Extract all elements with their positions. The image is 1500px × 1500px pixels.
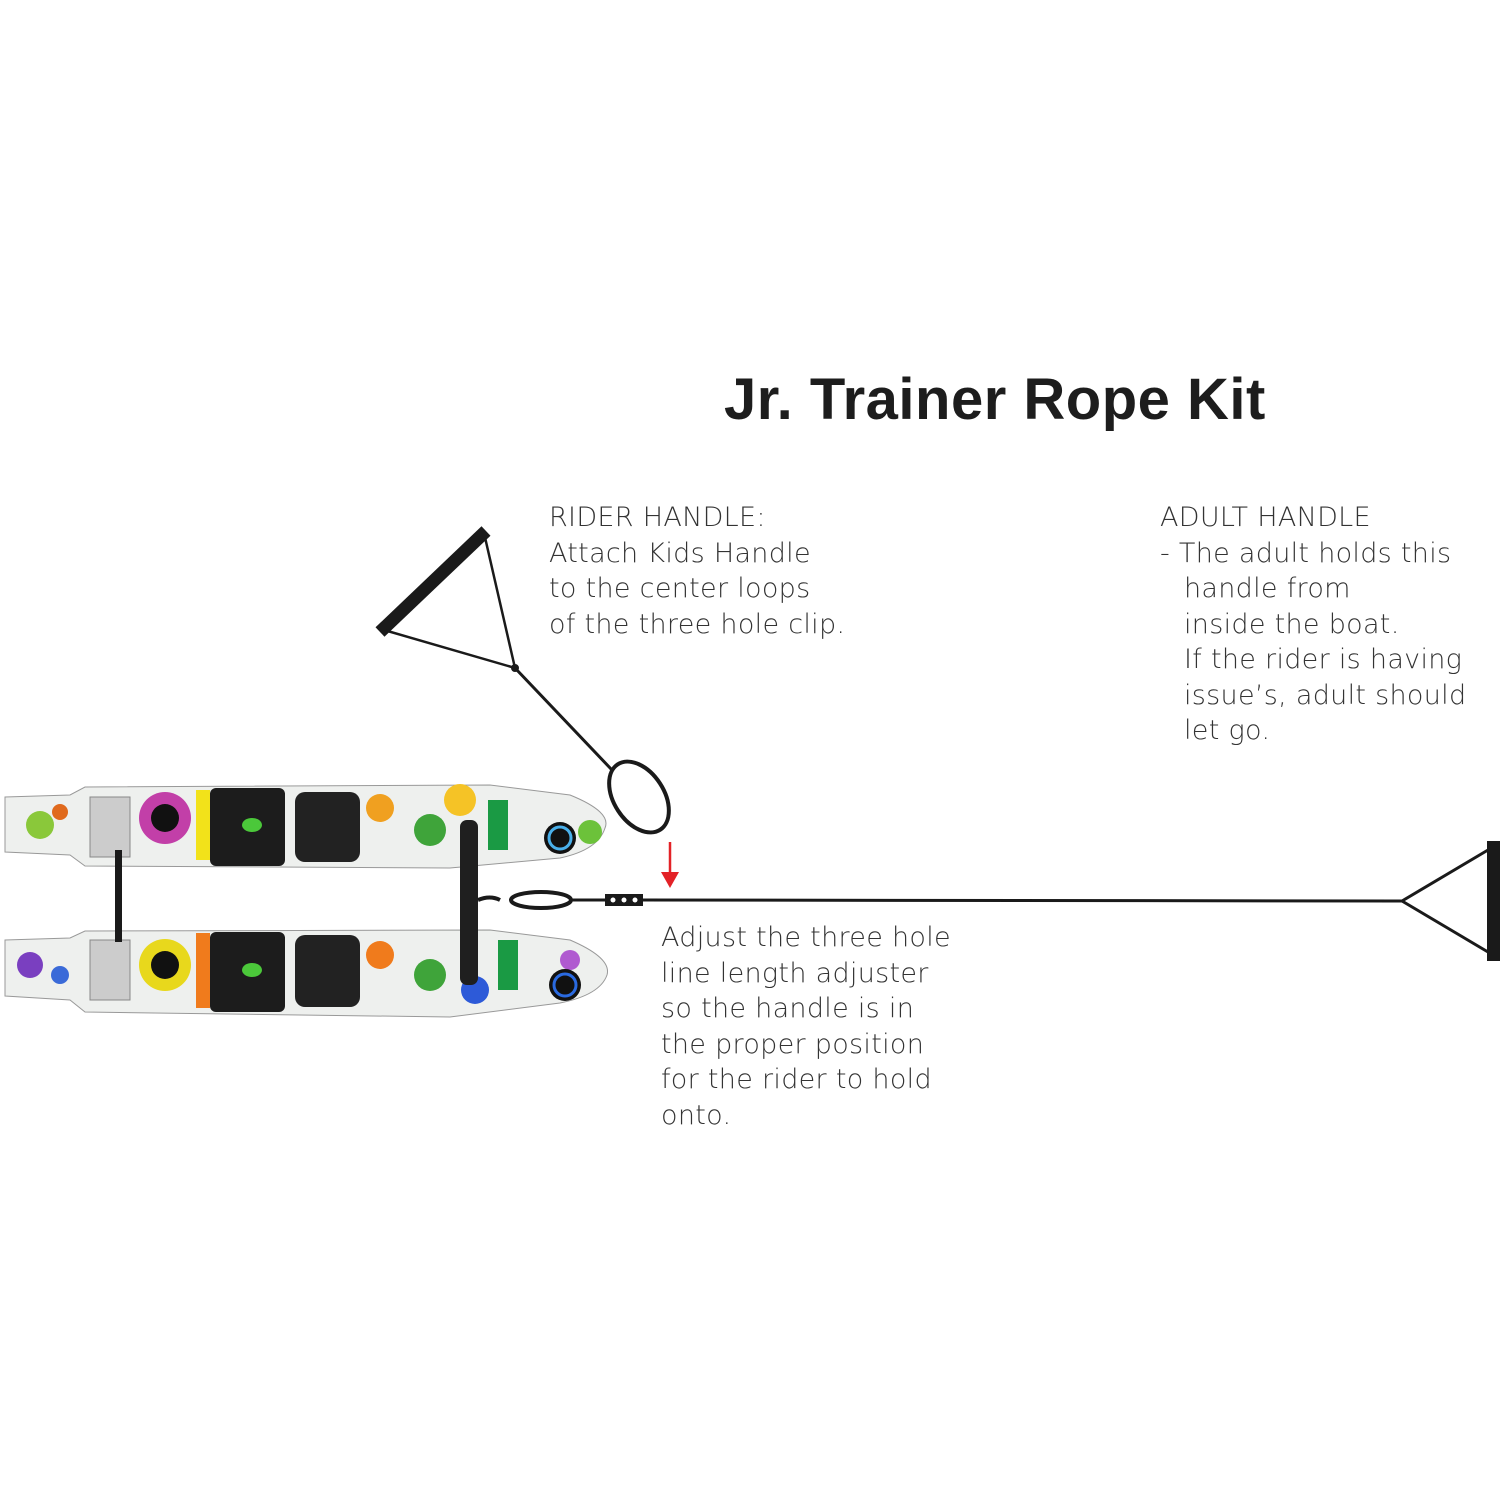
adult-handle-line: - The adult holds this — [1160, 537, 1452, 569]
adult-handle-note: ADULT HANDLE - The adult holds this hand… — [1160, 500, 1466, 749]
adjuster-line: line length adjuster — [661, 957, 929, 989]
adjuster-line: Adjust the three hole — [661, 922, 951, 953]
adjuster-line: so the handle is in — [661, 993, 915, 1024]
ski-top — [4, 784, 607, 869]
rider-handle-line: to the center loops — [549, 573, 811, 604]
adult-handle-line: If the rider is having — [1184, 644, 1463, 675]
adjuster-line: the proper position — [661, 1028, 925, 1060]
adjuster-line: onto. — [661, 1099, 732, 1131]
adult-handle-heading: ADULT HANDLE — [1160, 502, 1371, 533]
rider-handle-heading: RIDER HANDLE: — [549, 502, 766, 533]
trainer-skis — [4, 784, 609, 1018]
front-tow-bar — [460, 820, 478, 985]
center-loop — [509, 890, 573, 910]
ski-bottom — [4, 929, 609, 1018]
rear-connector-bar — [115, 850, 122, 942]
adjuster-line: for the rider to hold — [661, 1064, 932, 1095]
red-arrow-icon — [661, 842, 679, 888]
rider-handle-line: Attach Kids Handle — [549, 537, 811, 569]
adult-handle-line: issue’s, adult should — [1184, 679, 1467, 711]
rider-handle-note: RIDER HANDLE: Attach Kids Handle to the … — [549, 500, 845, 642]
adult-handle-line: handle from — [1184, 573, 1351, 604]
rider-handle-line: of the three hole clip. — [549, 608, 846, 640]
adult-handle-line: inside the boat. — [1184, 608, 1400, 640]
three-hole-adjuster — [605, 894, 643, 906]
page-title: Jr. Trainer Rope Kit — [724, 367, 1266, 432]
adjuster-note: Adjust the three hole line length adjust… — [661, 920, 951, 1133]
main-rope — [477, 848, 1489, 954]
adult-handle-bar — [1487, 841, 1500, 961]
rider-handle — [375, 526, 671, 835]
adult-handle-line: let go. — [1184, 715, 1271, 746]
